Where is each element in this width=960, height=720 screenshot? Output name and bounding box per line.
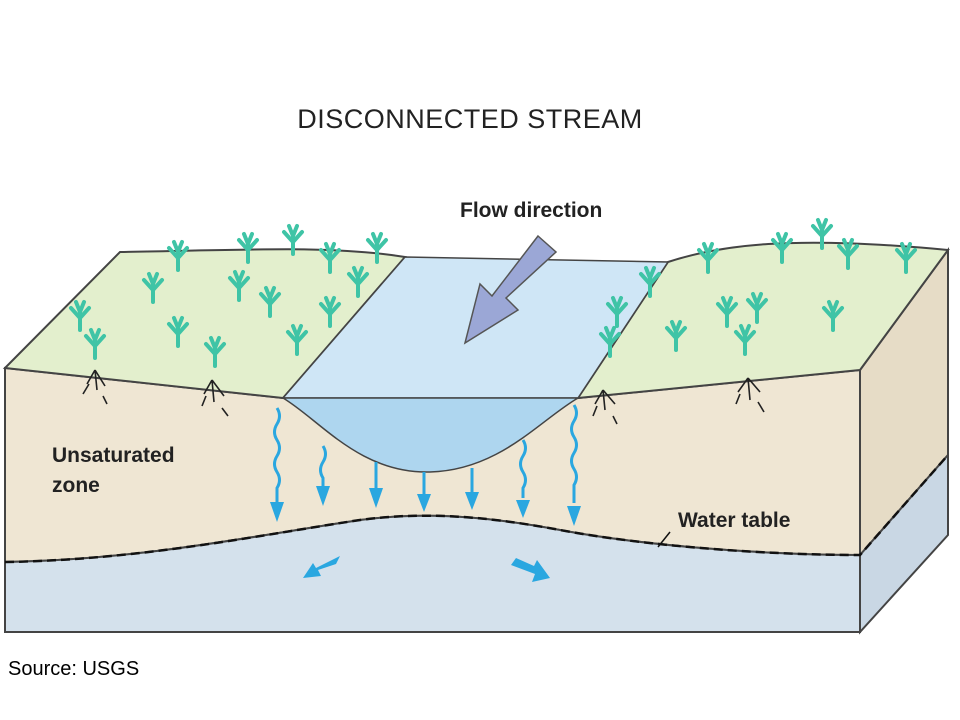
unsaturated-zone-label-line1: Unsaturated (52, 444, 175, 467)
plant-sprout (282, 224, 304, 256)
plant-sprout (716, 296, 738, 328)
plant-sprout (142, 272, 164, 304)
plant-sprout (599, 326, 621, 358)
plant-sprout (84, 328, 106, 360)
plant-sprout (734, 324, 756, 356)
roots (592, 389, 618, 425)
seepage-arrow (519, 439, 527, 498)
plant-sprout (286, 324, 308, 356)
groundwater-flow-arrow-left (303, 556, 340, 578)
plant-sprout (822, 300, 844, 332)
plant-sprout (319, 296, 341, 328)
seepage-arrow (570, 404, 578, 503)
seepage-arrowhead (369, 488, 383, 508)
plant-sprout (204, 336, 226, 368)
seepage-arrowhead (516, 500, 530, 518)
stream-channel (280, 397, 581, 473)
source-caption: Source: USGS (8, 658, 139, 680)
roots (735, 377, 765, 413)
roots (82, 369, 108, 405)
plant-sprout (259, 286, 281, 318)
seepage-arrows (273, 404, 578, 503)
vegetation-group (69, 218, 917, 368)
plant-sprout (606, 296, 628, 328)
groundwater-flow-arrow-right (511, 558, 550, 582)
seepage-arrow (273, 407, 281, 502)
seepage-arrowhead (316, 486, 330, 506)
plant-sprout (366, 232, 388, 264)
plant-sprout (237, 232, 259, 264)
plant-sprout (837, 238, 859, 270)
seepage-arrowhead (465, 492, 479, 510)
seepage-arrowhead (417, 494, 431, 512)
roots (201, 379, 229, 417)
plant-sprout (665, 320, 687, 352)
plant-sprout (771, 232, 793, 264)
plant-sprout (746, 292, 768, 324)
seepage-arrow (319, 445, 327, 488)
plant-sprout (697, 242, 719, 274)
seepage-arrowhead (567, 506, 581, 526)
plant-sprout (811, 218, 833, 250)
plant-sprout (347, 266, 369, 298)
plant-sprout (167, 316, 189, 348)
seepage-arrowheads (270, 486, 581, 526)
plant-sprout (895, 242, 917, 274)
plant-roots (82, 369, 765, 425)
diagram-title: DISCONNECTED STREAM (297, 104, 643, 134)
seepage-arrowhead (270, 502, 284, 522)
water-table-leader-line (657, 531, 671, 548)
water-table-line (4, 454, 949, 564)
plant-sprout (639, 266, 661, 298)
plant-sprout (319, 242, 341, 274)
plant-sprout (167, 240, 189, 272)
flow-direction-arrow (463, 234, 558, 345)
plant-sprout (69, 300, 91, 332)
flow-direction-label: Flow direction (460, 199, 602, 222)
unsaturated-zone-label-line2: zone (52, 474, 100, 497)
plant-sprout (228, 270, 250, 302)
water-table-label: Water table (678, 509, 790, 532)
